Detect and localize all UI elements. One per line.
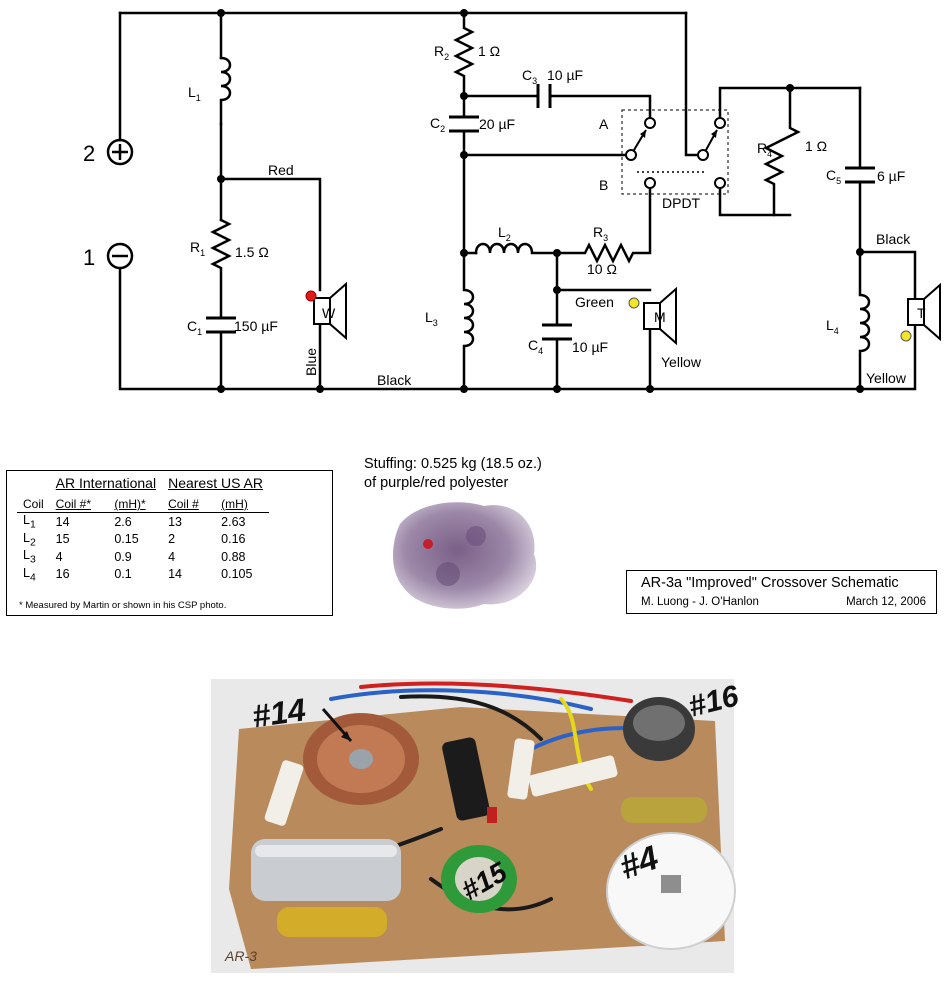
terminal-2-label: 2 <box>83 141 95 166</box>
c5-value: 6 µF <box>877 168 905 184</box>
col-coil: Coil <box>17 493 50 513</box>
col-us-mh: (mH) <box>215 493 270 513</box>
dpdt-switch <box>621 109 729 195</box>
c1-label: C1 <box>187 318 202 337</box>
l3-label: L3 <box>425 309 438 328</box>
group-international-header: AR International <box>55 475 157 491</box>
r4-value: 1 Ω <box>805 138 827 154</box>
c4-value: 10 µF <box>572 339 608 355</box>
c3-value: 10 µF <box>547 67 583 83</box>
r3-value: 10 Ω <box>587 261 617 277</box>
negative-terminal-icon <box>106 242 134 270</box>
green-wire-label: Green <box>575 294 614 310</box>
dpdt-label: DPDT <box>662 195 701 211</box>
c2-label: C2 <box>430 115 445 134</box>
switch-pos-b-label: B <box>599 177 608 193</box>
c5-label: C5 <box>826 167 841 186</box>
r3-label: R3 <box>593 224 608 243</box>
terminal-1-label: 1 <box>83 245 95 270</box>
blue-wire-label: Blue <box>303 348 319 376</box>
r2-value: 1 Ω <box>478 43 500 59</box>
woofer-letter: W <box>322 305 336 321</box>
l2-label: L2 <box>498 224 511 243</box>
group-us-header: Nearest US AR <box>168 475 264 491</box>
yellow-polarity-dot-tweeter <box>900 330 912 342</box>
date: March 12, 2006 <box>846 596 926 608</box>
r2-label: R2 <box>434 43 449 62</box>
c3-label: C3 <box>522 67 537 86</box>
schematic-title: AR-3a "Improved" Crossover Schematic <box>641 575 899 591</box>
l1-label: L1 <box>188 84 201 103</box>
coil-table: AR International Nearest US AR Coil Coil… <box>6 470 333 616</box>
yellow-wire-label-mid: Yellow <box>661 354 702 370</box>
woofer-speaker-icon <box>313 281 347 341</box>
black-wire-label: Black <box>377 372 412 388</box>
r1-value: 1.5 Ω <box>235 244 269 260</box>
positive-terminal-icon <box>106 138 134 166</box>
crossover-board-photo: #14 #16 #15 #4 AR-3 <box>211 679 742 973</box>
yellow-polarity-dot-mid <box>628 297 640 309</box>
r4-label: R4 <box>757 140 772 159</box>
board-marking: AR-3 <box>224 948 257 964</box>
midrange-letter: M <box>654 309 666 325</box>
authors: M. Luong - J. O'Hanlon <box>641 596 759 608</box>
c1-value: 150 µF <box>234 318 278 334</box>
red-polarity-dot <box>305 290 317 302</box>
yellow-wire-label-tweeter: Yellow <box>866 370 907 386</box>
l4-label: L4 <box>826 317 839 336</box>
black-wire-label-tweeter: Black <box>876 231 911 247</box>
title-block: AR-3a "Improved" Crossover Schematic M. … <box>626 570 937 614</box>
stuffing-note: Stuffing: 0.525 kg (18.5 oz.) of purple/… <box>364 456 542 491</box>
c4-label: C4 <box>528 337 543 356</box>
table-footnote: * Measured by Martin or shown in his CSP… <box>19 600 227 611</box>
c2-value: 20 µF <box>479 116 515 132</box>
tweeter-speaker-icon <box>907 282 941 342</box>
red-wire-label: Red <box>268 162 294 178</box>
midrange-speaker-icon <box>643 286 677 346</box>
switch-pos-a-label: A <box>599 116 609 132</box>
col-intl-coil-no: Coil #* <box>49 493 109 513</box>
coil-14-label: #14 <box>250 691 308 734</box>
polyester-stuffing-image <box>393 502 537 609</box>
col-us-coil-no: Coil # <box>162 493 216 513</box>
tweeter-letter: T <box>917 305 926 321</box>
r1-label: R1 <box>190 239 205 258</box>
crossover-schematic: 2 1 L1 R1 1.5 Ω C1 150 µF Red Blue Black… <box>83 9 941 393</box>
col-intl-mh: (mH)* <box>108 493 163 513</box>
